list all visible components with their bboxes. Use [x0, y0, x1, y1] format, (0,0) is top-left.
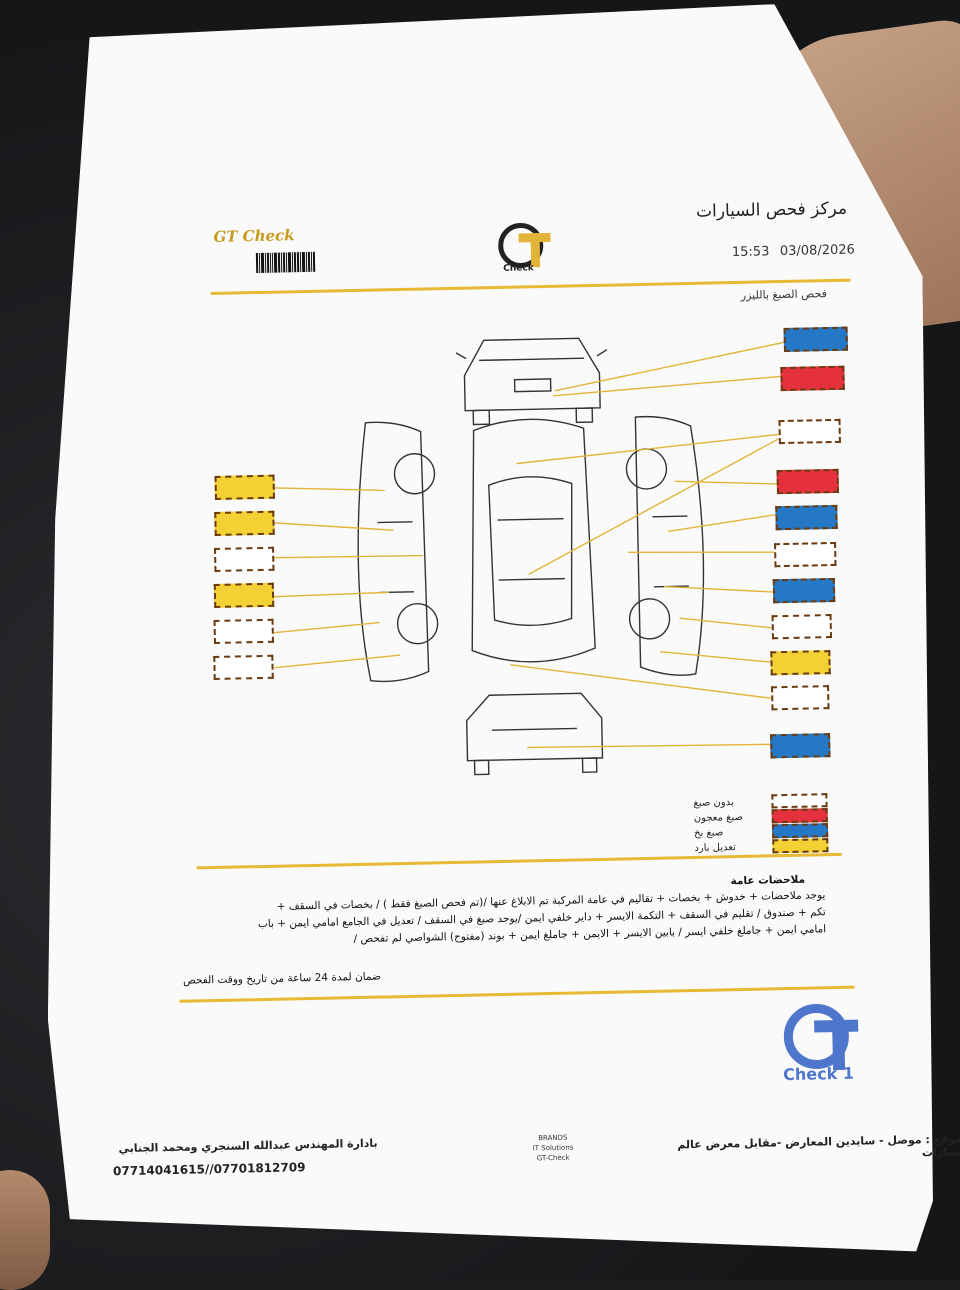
car-diagram: [270, 337, 789, 776]
legend-swatch-yellow: [772, 838, 829, 854]
legend-label-blue: صبغ بخ: [693, 826, 724, 839]
swatch-right-3: [778, 418, 841, 445]
swatch-right-7: [772, 577, 836, 604]
stamp-text: Check 1: [782, 1063, 855, 1085]
section-title: فحص الصبغ بالليزر: [740, 287, 828, 302]
swatch-right-6: [774, 541, 837, 568]
legend-swatch-red: [771, 808, 828, 824]
legend-label-yellow: تعديل بارد: [694, 841, 737, 854]
stamp: Check 1: [776, 997, 868, 1099]
date: 03/08/2026: [779, 242, 856, 260]
legend-label-red: صبغ معجون: [693, 811, 744, 824]
legend-red: صبغ معجون: [694, 808, 828, 825]
car-top-view: [471, 418, 596, 663]
car-right-side-view: [625, 415, 705, 676]
swatch-left-6: [213, 654, 274, 681]
swatch-right-5: [775, 504, 838, 531]
car-left-side-view: [357, 421, 439, 683]
brands-gt: GT-Check: [536, 1153, 570, 1163]
barcode: [255, 251, 316, 274]
legend-blue: صبغ بخ: [693, 823, 829, 840]
logo-sub: Check: [503, 263, 534, 274]
swatch-left-3: [214, 546, 275, 572]
hand-bottom-left: [0, 1170, 50, 1290]
legend-yellow: تعديل بارد: [694, 838, 829, 855]
time: 15:53: [731, 244, 770, 261]
car-front-view: [455, 337, 608, 426]
logo-left: GT Check: [213, 226, 295, 246]
swatch-right-4: [776, 468, 839, 495]
legend-swatch-none: [771, 793, 828, 809]
swatch-left-5: [213, 618, 275, 644]
swatch-right-10: [771, 685, 830, 711]
center-name: مركز فحص السيارات: [695, 198, 848, 222]
swatch-left-4: [213, 582, 275, 608]
swatch-right-1: [783, 326, 849, 352]
swatch-right-9: [770, 650, 831, 676]
swatch-right-2: [780, 365, 845, 392]
legend-none: بدون صبغ: [693, 793, 828, 810]
gt-check-logo: Check: [494, 219, 553, 278]
swatch-left-2: [214, 510, 275, 536]
brands-block: BRANDS IT Solutions GT-Check: [532, 1133, 574, 1164]
swatch-right-8: [771, 614, 833, 640]
swatch-right-11: [770, 733, 831, 759]
legend-swatch-blue: [771, 823, 829, 839]
swatch-left-1: [214, 474, 275, 500]
legend-label-none: بدون صبغ: [693, 796, 734, 809]
car-rear-view: [465, 692, 604, 776]
